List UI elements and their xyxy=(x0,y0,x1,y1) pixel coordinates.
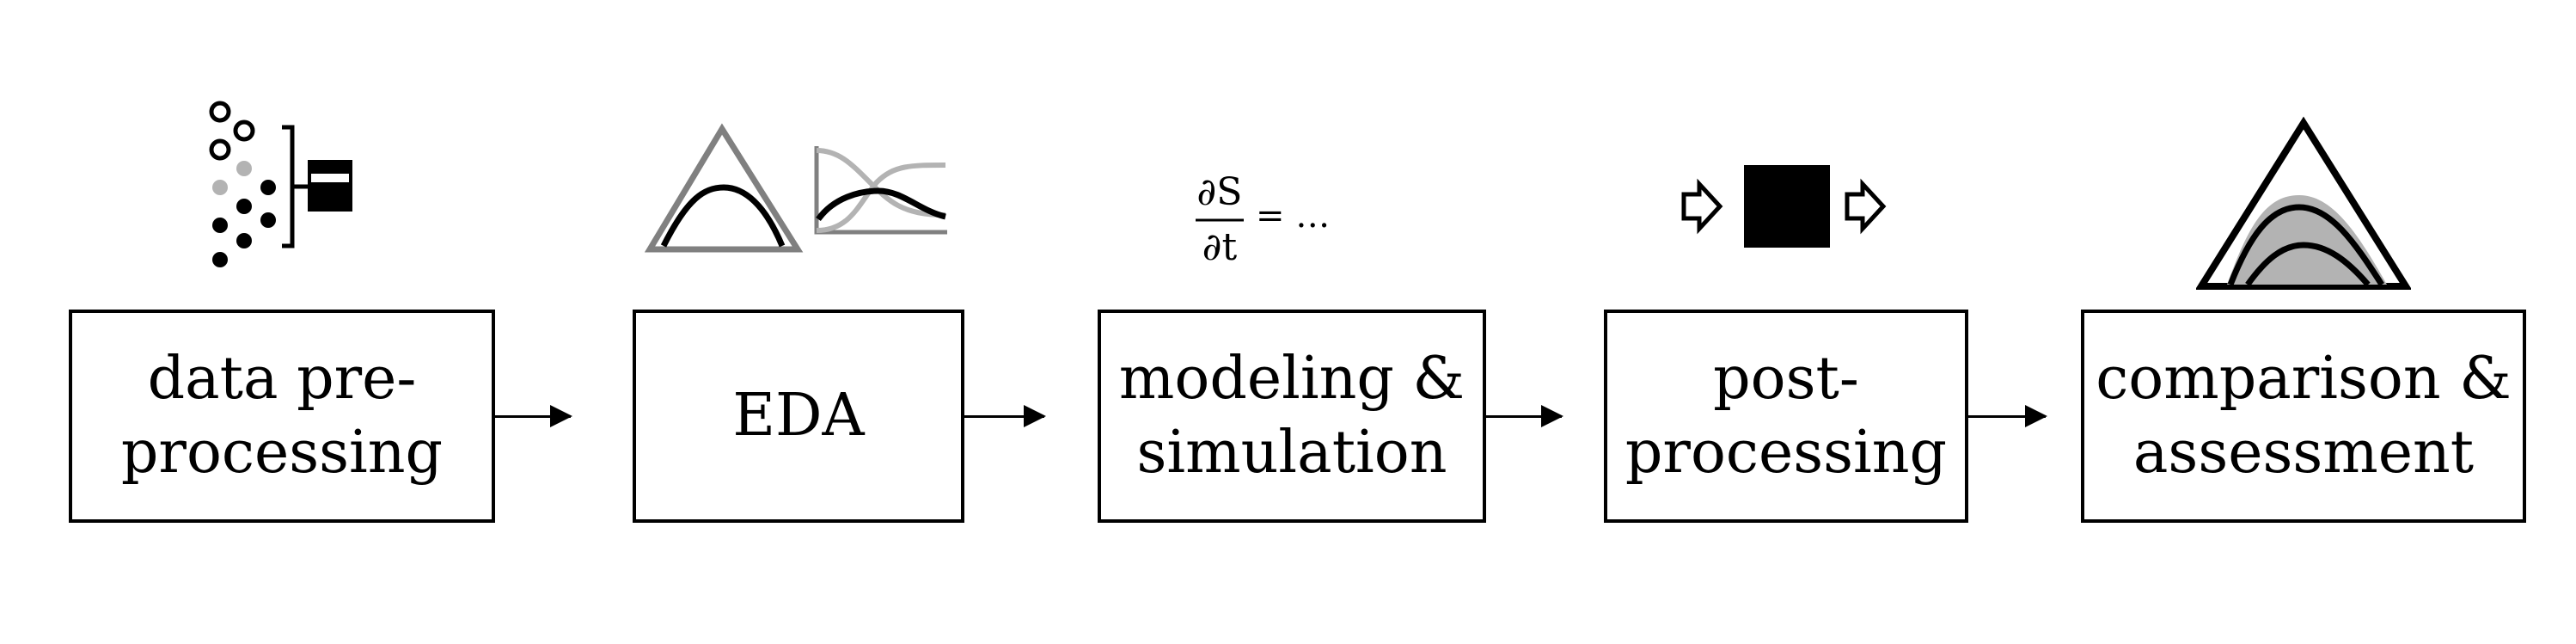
flow-arrow xyxy=(1968,405,2047,427)
flow-arrow xyxy=(495,405,572,427)
trend-plot-icon xyxy=(814,146,947,235)
step-label: EDA xyxy=(732,382,865,451)
black-box-icon xyxy=(1744,165,1830,248)
flow-arrow xyxy=(964,405,1046,427)
step-data-preprocessing: data pre- processing xyxy=(69,310,495,523)
black-box-transform-icon xyxy=(1681,165,1887,248)
equation-rest: = … xyxy=(1256,196,1330,236)
step-post-processing: post- processing xyxy=(1604,310,1968,523)
output-arrow-icon xyxy=(1845,178,1887,235)
step-modeling-simulation: modeling & simulation xyxy=(1098,310,1486,523)
step-eda: EDA xyxy=(633,310,964,523)
input-arrow-icon xyxy=(1681,178,1723,235)
distribution-triangle-icon xyxy=(645,123,804,253)
equation-denominator: ∂t xyxy=(1202,225,1238,269)
data-points-to-table-icon xyxy=(209,101,352,267)
step-comparison-assessment: comparison & assessment xyxy=(2081,310,2526,523)
step-label: modeling & simulation xyxy=(1118,345,1465,487)
distribution-and-trend-plots-icon xyxy=(645,123,947,253)
equation-numerator: ∂S xyxy=(1197,170,1243,214)
step-label: post- processing xyxy=(1625,345,1948,487)
step-label: comparison & assessment xyxy=(2096,345,2512,487)
distribution-comparison-icon xyxy=(2196,116,2411,290)
step-label: data pre- processing xyxy=(120,345,444,487)
flow-arrow xyxy=(1486,405,1563,427)
differential-equation-icon: ∂S ∂t = … xyxy=(1196,170,1330,269)
